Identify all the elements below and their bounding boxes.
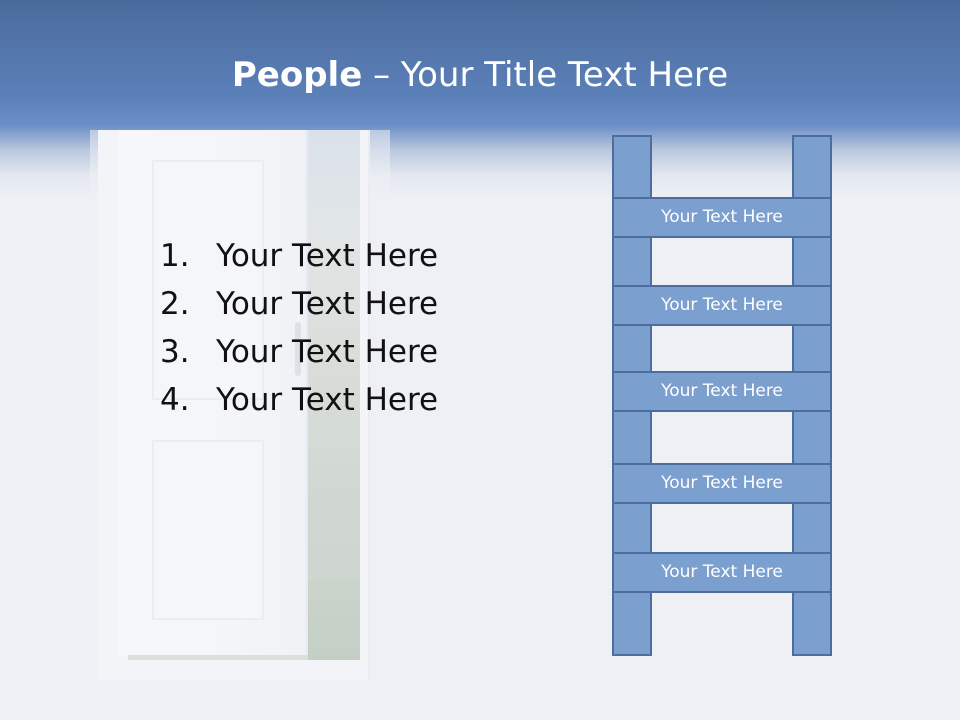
ladder-diagram: Your Text Here Your Text Here Your Text … [610, 135, 834, 658]
ladder-rung: Your Text Here [612, 371, 832, 412]
list-text: Your Text Here [216, 238, 439, 274]
list-number: 4. [160, 382, 190, 418]
image-veil [90, 130, 390, 690]
ladder-rung: Your Text Here [612, 463, 832, 504]
open-door-illustration [90, 130, 390, 690]
title-bold: People [231, 55, 363, 95]
list-text: Your Text Here [216, 286, 439, 322]
list-item: 2. Your Text Here [160, 280, 438, 328]
list-item: 3. Your Text Here [160, 328, 438, 376]
slide-title: People – Your Title Text Here [0, 52, 960, 98]
list-number: 1. [160, 238, 190, 274]
list-text: Your Text Here [216, 334, 439, 370]
ladder-rung: Your Text Here [612, 285, 832, 326]
ladder-rung: Your Text Here [612, 552, 832, 593]
list-text: Your Text Here [216, 382, 439, 418]
list-number: 2. [160, 286, 190, 322]
list-item: 1. Your Text Here [160, 232, 438, 280]
title-rest: – Your Title Text Here [362, 55, 729, 95]
list-number: 3. [160, 334, 190, 370]
numbered-list: 1. Your Text Here 2. Your Text Here 3. Your… [160, 232, 438, 424]
ladder-rung: Your Text Here [612, 197, 832, 238]
list-item: 4. Your Text Here [160, 376, 438, 424]
